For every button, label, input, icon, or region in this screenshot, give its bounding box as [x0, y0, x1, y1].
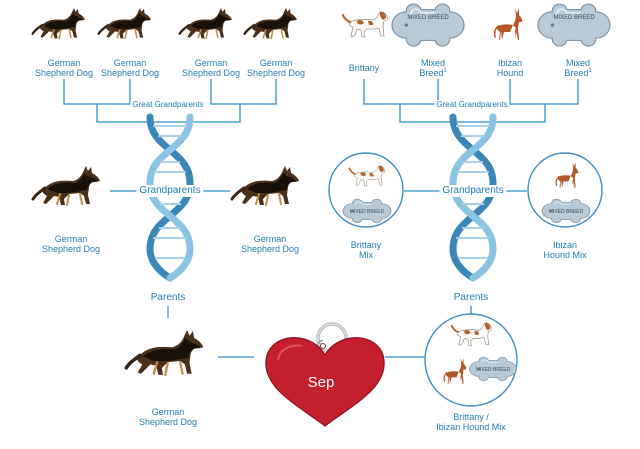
great-grandparents-label: Great Grandparents [130, 100, 206, 110]
grandparents-label: Grandparents [136, 185, 204, 197]
parents-label: Parents [147, 292, 189, 304]
german-shepherd-icon [31, 164, 102, 207]
dna-helix-right [449, 113, 497, 282]
brittany-mix-circle: MIXED BREED [328, 152, 404, 228]
mixed-breed-tag-icon: MIXED BREED [541, 198, 591, 224]
german-shepherd-icon [31, 6, 87, 40]
tag-text: MIXED BREED [350, 209, 385, 215]
mixed-breed-tag-icon: MIXED BREED [469, 356, 517, 382]
ibizan-hound-icon [493, 7, 524, 41]
tag-text: MIXED BREED [407, 15, 449, 21]
brittany-dog-icon [342, 10, 389, 38]
mixed-breed-tag-icon: MIXED BREED [391, 3, 465, 47]
subject-name: Sep [308, 374, 335, 391]
ibizan-hound-mix-circle: MIXED BREED [527, 152, 603, 228]
mixed-breed-tag-icon: MIXED BREED [342, 198, 392, 224]
tag-text: MIXED BREED [553, 15, 595, 21]
heart-tag: Sep [265, 322, 385, 427]
grandparents-label: Grandparents [439, 185, 507, 197]
tag-text: MIXED BREED [549, 209, 584, 215]
german-shepherd-icon [124, 328, 205, 377]
german-shepherd-icon [178, 6, 234, 40]
german-shepherd-icon [97, 6, 153, 40]
dna-helix-left [146, 113, 194, 282]
great-grandparent-label: Brittany [348, 63, 380, 73]
parents-label: Parents [450, 292, 492, 304]
parent-label: Brittany /Ibizan Hound Mix [436, 412, 506, 432]
mixed-breed-tag-icon: MIXED BREED [537, 3, 611, 47]
tag-text: MIXED BREED [476, 367, 511, 373]
connector-lines [63, 79, 579, 358]
german-shepherd-icon [230, 164, 301, 207]
great-grandparents-label: Great Grandparents [434, 100, 510, 110]
german-shepherd-icon [243, 6, 299, 40]
brittany-ibizan-mix-circle: MIXED BREED [424, 313, 518, 407]
